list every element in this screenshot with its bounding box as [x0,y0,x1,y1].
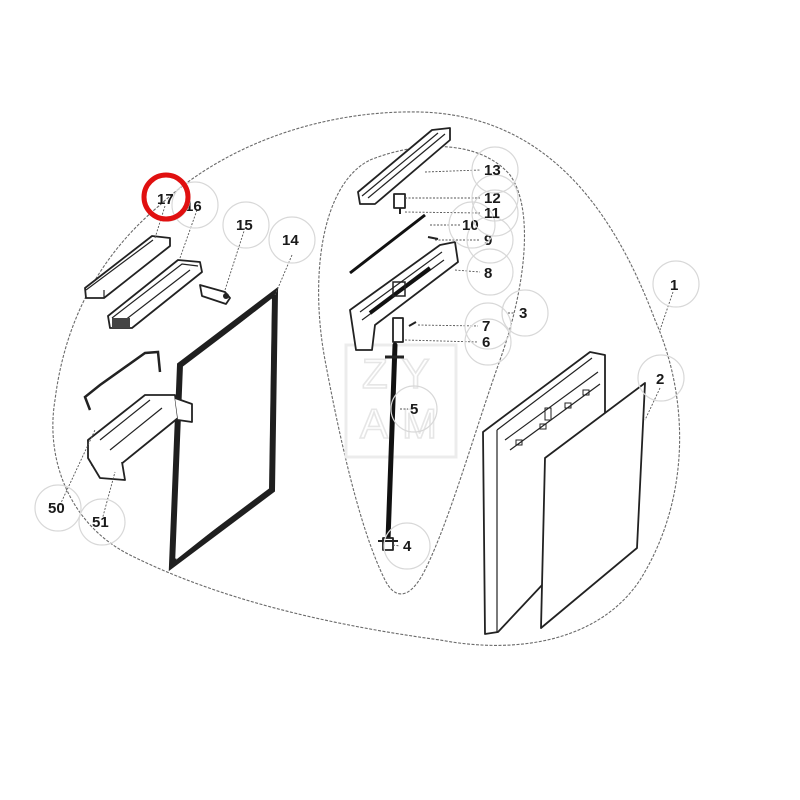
svg-text:4: 4 [403,538,412,555]
callout-2[interactable]: 2 [637,354,685,402]
svg-text:51: 51 [92,514,109,531]
part-13-hinge-cover[interactable] [357,127,451,205]
callout-14[interactable]: 14 [268,216,316,264]
svg-text:7: 7 [482,318,490,335]
svg-text:2: 2 [656,371,664,388]
part-12-hinge-block[interactable] [393,193,406,209]
part-51-door-bin[interactable] [87,394,193,481]
callout-1[interactable]: 1 [652,260,700,308]
assembly-boundary-inner [318,146,526,595]
callout-15[interactable]: 15 [222,201,270,249]
callout-51[interactable]: 51 [78,498,126,546]
svg-text:10: 10 [462,217,479,234]
part-50-wire-rail[interactable] [83,350,162,411]
svg-text:14: 14 [282,232,299,249]
callout-11[interactable]: 11 [471,189,519,237]
part-2-door-panel[interactable] [540,382,646,629]
svg-text:12: 12 [484,190,501,207]
svg-text:6: 6 [482,334,490,351]
part-7-pin[interactable] [408,321,417,327]
callout-4[interactable]: 4 [383,522,431,570]
part-15-shelf-clip[interactable] [199,284,231,305]
callout-8[interactable]: 8 [466,248,514,296]
svg-text:11: 11 [484,205,500,222]
callout-50[interactable]: 50 [34,484,82,532]
callout-3[interactable]: 3 [501,289,549,337]
assembly-boundary-outer [52,111,681,646]
svg-text:9: 9 [484,232,492,249]
part-8-hinge-bracket[interactable] [349,241,459,351]
part-4-bottom-pivot[interactable] [378,537,398,551]
shelf-end-cap [112,318,130,328]
svg-text:8: 8 [484,265,492,282]
svg-text:50: 50 [48,500,65,517]
watermark: ZY AM [344,343,458,459]
callout-7[interactable]: 7 [464,302,512,350]
callout-5[interactable]: 5 [390,385,438,433]
leader-lines [59,169,674,547]
part-6-bracket[interactable] [392,317,404,343]
part-14-door-gasket[interactable] [168,286,279,572]
highlight-ring-part-17 [141,172,191,222]
part-16-door-shelf[interactable] [107,259,203,329]
svg-text:17: 17 [157,191,174,208]
part-9-pin[interactable] [427,236,439,240]
callout-6[interactable]: 6 [464,318,512,366]
svg-text:5: 5 [410,401,418,418]
svg-text:15: 15 [236,217,253,234]
callout-12[interactable]: 12 [471,174,519,222]
callout-13[interactable]: 13 [471,146,519,194]
part-5-long-rod[interactable] [385,342,398,543]
svg-text:3: 3 [519,305,527,322]
part-10-rod[interactable] [349,213,426,275]
part-17-shelf-cover[interactable] [84,235,171,299]
callout-9[interactable]: 9 [466,216,514,264]
svg-text:1: 1 [670,277,678,294]
svg-text:AM: AM [360,400,451,447]
svg-text:13: 13 [484,162,501,179]
callout-16[interactable]: 16 [171,181,219,229]
